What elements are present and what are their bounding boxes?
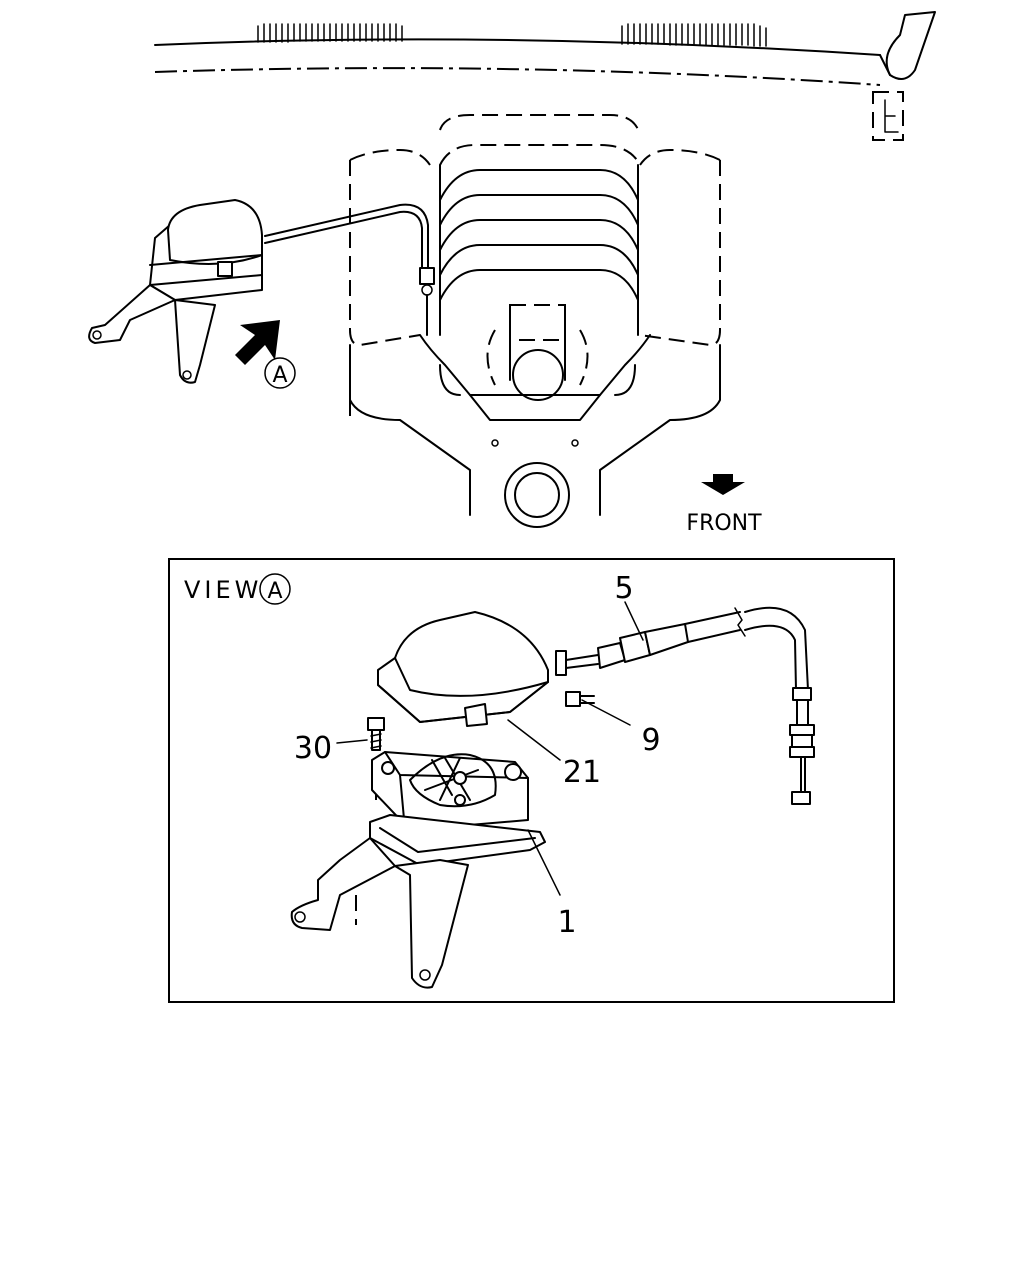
engine-outline [349,114,721,528]
view-a-detail-frame [168,558,895,1003]
actuator-installed [88,199,263,384]
leader-lines [336,601,644,896]
view-marker-a-top-letter: A [272,363,287,388]
screw [565,691,595,707]
callout-cover: 21 [563,755,601,790]
callout-bolt: 30 [294,731,332,766]
throttle-cable [555,606,815,805]
front-label: FRONT [686,511,762,536]
view-marker-a: A [259,573,291,605]
callout-actuator: 1 [557,905,576,940]
callout-screw: 9 [641,723,660,758]
view-marker-a-top: A [264,357,296,389]
actuator-cover [377,611,549,727]
view-title: VIEW [184,576,262,604]
front-direction-arrow [701,474,745,495]
view-direction-arrow [235,320,280,365]
cable-run [264,203,435,336]
view-marker-a-letter: A [267,579,282,604]
callout-cable: 5 [614,571,633,606]
frame-rail [154,11,936,141]
actuator-body [290,751,546,989]
